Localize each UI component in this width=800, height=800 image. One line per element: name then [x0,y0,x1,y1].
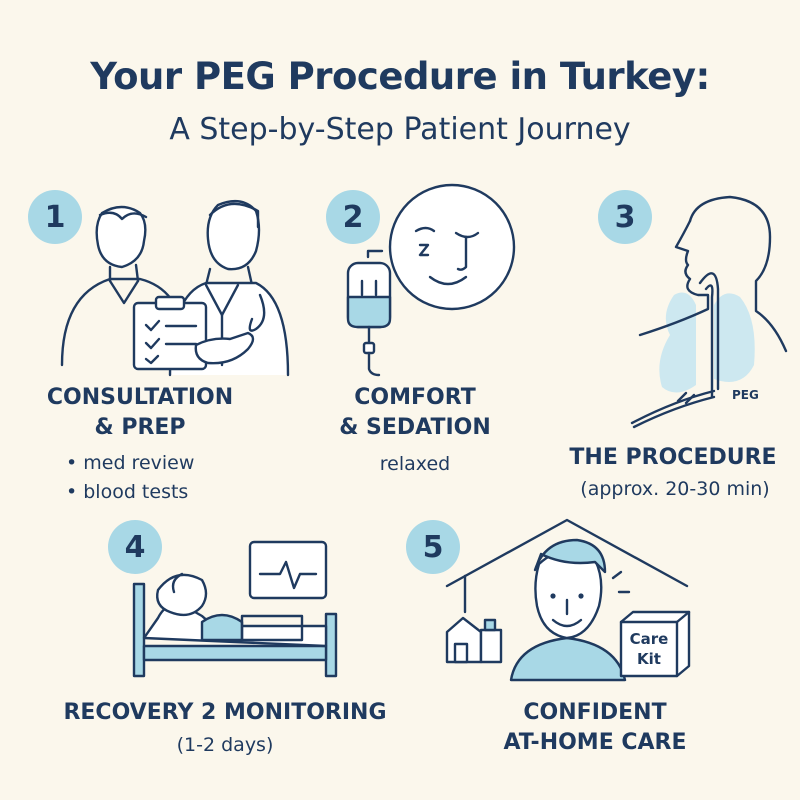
step-1-detail-blood-tests: • blood tests [66,481,189,503]
care-kit-label-line1: Care [630,630,669,648]
step-2-title-line1: COMFORT [354,385,476,410]
step-1-title-line1: CONSULTATION [46,385,234,410]
step-1-title-line2: & PREP [94,415,186,440]
doctor-consultation-icon [60,199,290,377]
step-4-title: RECOVERY 2 MONITORING [63,700,387,725]
step-3-title: THE PROCEDURE [569,445,777,470]
step-2-title-line2: & SEDATION [339,415,491,440]
care-kit-label-line2: Kit [637,650,661,668]
step-2-detail-relaxed: relaxed [379,453,451,475]
peg-diagram-label: PEG [732,388,759,402]
home-care-kit-icon: Care Kit [445,518,691,682]
hospital-bed-monitor-icon [132,540,338,678]
peg-tube-anatomy-icon: PEG [630,195,788,429]
step-2-number-badge: 2 [326,190,380,244]
step-4-number-badge: 4 [108,520,162,574]
sedation-face-iv-icon [346,183,516,377]
step-5-number-badge: 5 [406,520,460,574]
step-3-number-badge: 3 [598,190,652,244]
step-4-detail-duration: (1-2 days) [176,734,274,756]
step-1-number-badge: 1 [28,190,82,244]
page-title: Your PEG Procedure in Turkey: [90,55,710,98]
page-subtitle: A Step-by-Step Patient Journey [169,112,631,147]
step-5-title-line2: AT-HOME CARE [503,730,687,755]
step-1-detail-med-review: • med review [66,452,195,474]
step-3-detail-duration: (approx. 20-30 min) [580,478,770,500]
step-5-title-line1: CONFIDENT [523,700,667,725]
